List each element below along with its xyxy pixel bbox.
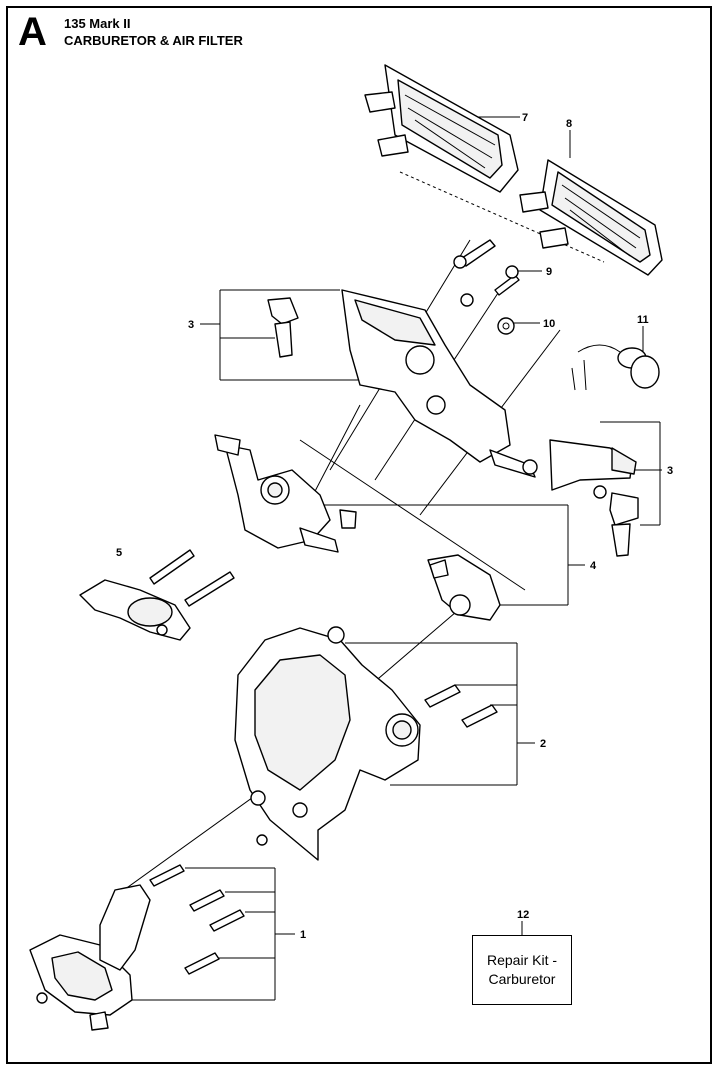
screws-part-9 (453, 239, 520, 307)
callout-1: 1 (300, 929, 306, 941)
air-intake-housing-part-2 (234, 626, 498, 861)
carburetor-part-5 (214, 434, 357, 553)
callout-2: 2 (540, 738, 546, 750)
diagram-frame (6, 6, 712, 1064)
callout-11: 11 (637, 314, 649, 326)
callout-4: 4 (590, 560, 597, 572)
callout-labels: 7 8 9 10 11 3 3 4 5 2 1 12 (116, 112, 673, 941)
repair-kit-box: Repair Kit - Carburetor (472, 935, 572, 1005)
callout-10: 10 (543, 318, 555, 330)
diagram-title: CARBURETOR & AIR FILTER (64, 33, 243, 48)
throttle-part-4 (427, 554, 501, 621)
choke-lever-part-3-left (267, 297, 299, 358)
choke-lever-part-3-right (549, 439, 639, 557)
repair-kit-label: Repair Kit - Carburetor (486, 952, 558, 987)
primer-bulb-part-11 (571, 344, 660, 391)
carburetor-flange (79, 549, 235, 641)
leader-lines (109, 116, 662, 1001)
air-filter-part-7 (364, 64, 519, 193)
air-filter-part-8 (519, 159, 663, 276)
callout-3-left: 3 (188, 319, 194, 331)
carburetor-housing (341, 289, 538, 478)
callout-3-right: 3 (667, 465, 673, 477)
callout-5: 5 (116, 547, 122, 559)
callout-12: 12 (517, 909, 529, 921)
intake-manifold-part-1 (29, 864, 245, 1031)
callout-7: 7 (522, 112, 528, 124)
model-name: 135 Mark II (64, 16, 131, 31)
callout-8: 8 (566, 118, 572, 130)
washer-part-10 (497, 317, 515, 335)
section-letter: A (18, 10, 47, 54)
callout-9: 9 (546, 266, 552, 278)
